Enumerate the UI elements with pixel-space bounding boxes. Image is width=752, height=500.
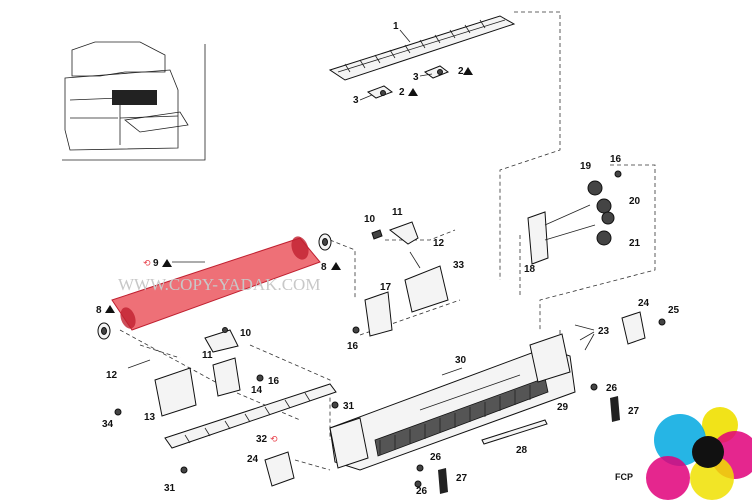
label-23: 23	[598, 326, 610, 337]
label-21: 21	[629, 238, 641, 249]
svg-text:⟲: ⟲	[270, 435, 278, 445]
main-frame	[329, 333, 576, 471]
upper-bracket-group: 10 11 12 33 17 16	[347, 207, 465, 352]
label-26c: 26	[416, 486, 428, 497]
svg-text:⟲: ⟲	[143, 259, 151, 269]
cmyk-logo	[646, 407, 752, 500]
label-20: 20	[629, 196, 641, 207]
pins-30-31: 31 30 26 29 27	[331, 355, 640, 422]
label-29: 29	[557, 402, 569, 413]
label-1: 1	[393, 21, 399, 32]
label-10b: 10	[240, 328, 252, 339]
label-19: 19	[580, 161, 592, 172]
magenta-circle-b	[646, 456, 690, 500]
label-28: 28	[516, 445, 528, 456]
label-17: 17	[380, 282, 392, 293]
bearings-8: 8 8	[96, 233, 341, 340]
label-26a: 26	[606, 383, 618, 394]
black-circle	[692, 436, 724, 468]
label-34: 34	[102, 419, 114, 430]
label-9: 9	[153, 258, 159, 269]
copier-inset	[62, 41, 206, 161]
label-27a: 27	[628, 406, 640, 417]
label-26b: 26	[430, 452, 442, 463]
lower-guide-rail	[164, 383, 337, 449]
connector-lines	[119, 11, 656, 471]
gear-group: 19 16 20 21 18	[524, 154, 641, 275]
label-16b: 16	[610, 154, 622, 165]
bottom-left-group: 32 ⟲ 24 31	[164, 434, 295, 494]
label-8a: 8	[321, 262, 327, 273]
label-27b: 27	[456, 473, 468, 484]
label-32: 32	[256, 434, 268, 445]
label-11a: 11	[392, 207, 403, 218]
watermark: WWW.COPY-YADAK.COM	[118, 275, 320, 294]
label-11b: 11	[202, 350, 213, 361]
label-18: 18	[524, 264, 536, 275]
bottom-right-group: 26 27 26	[414, 452, 468, 497]
brackets-2-3: 2 3 2 3	[353, 65, 473, 106]
label-24a: 24	[638, 298, 650, 309]
label-14: 14	[251, 385, 263, 396]
label-13: 13	[144, 412, 156, 423]
label-10a: 10	[364, 214, 376, 225]
label-3a: 3	[413, 72, 419, 83]
label-12b: 12	[106, 370, 118, 381]
label-33: 33	[453, 260, 465, 271]
part-1-guide: 1	[328, 15, 516, 81]
label-24b: 24	[247, 454, 259, 465]
label-31a: 31	[343, 401, 355, 412]
label-31b: 31	[164, 483, 176, 494]
label-2b: 2	[399, 87, 405, 98]
label-8b: 8	[96, 305, 102, 316]
roller-9-highlight: 9 ⟲	[111, 236, 321, 331]
right-holders: 24 25 23	[574, 298, 680, 351]
label-25: 25	[668, 305, 680, 316]
yellow-circle-b	[690, 456, 734, 500]
label-12a: 12	[433, 238, 445, 249]
label-30: 30	[455, 355, 467, 366]
label-2a: 2	[458, 66, 464, 77]
label-16c: 16	[268, 376, 280, 387]
plate-28: 28	[481, 419, 548, 456]
label-3b: 3	[353, 95, 359, 106]
label-16a: 16	[347, 341, 359, 352]
left-lower-group: 10 11 12 14 16 13 34	[102, 327, 280, 430]
figure-code: FCP	[615, 472, 633, 482]
